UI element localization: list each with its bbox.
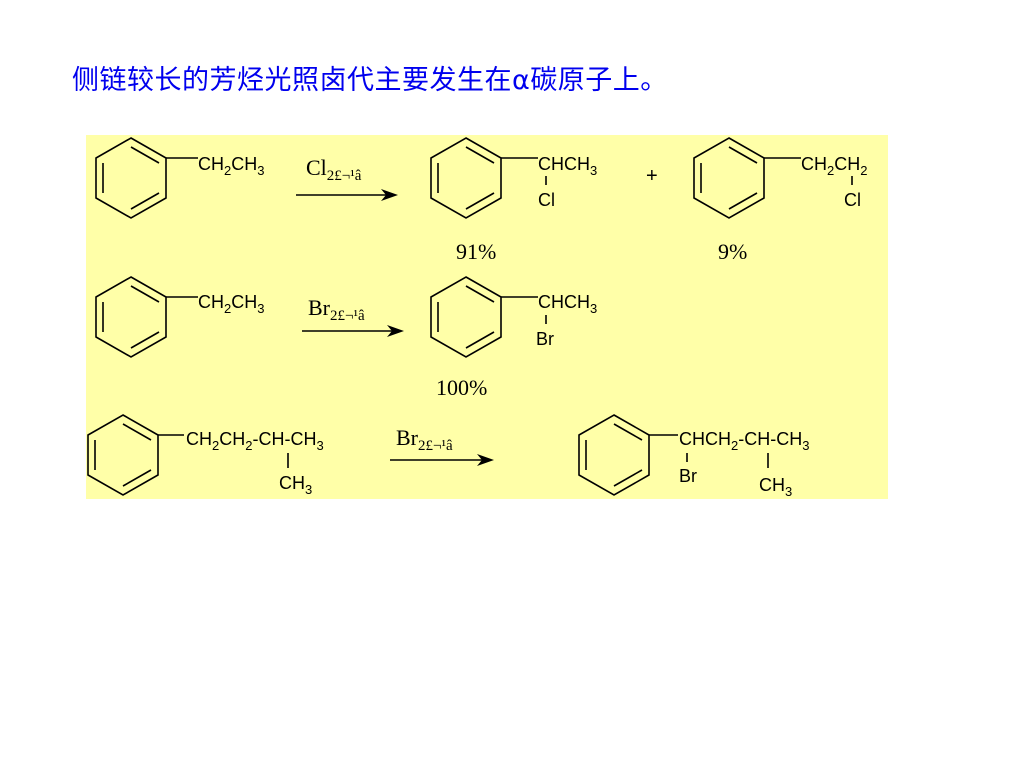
- benzene-ring-icon: [430, 137, 547, 219]
- benzene-ring-icon: [95, 137, 198, 219]
- product-yield: 9%: [718, 239, 747, 264]
- benzene-ring-icon: [693, 137, 853, 219]
- product-substituent: Cl: [538, 190, 555, 210]
- benzene-ring-icon: [87, 414, 289, 496]
- reaction-1: CH2CH3 Cl2£¬¹â CHCH3 Cl 91% +: [95, 137, 867, 264]
- reagent-label: Br2£¬¹â: [308, 295, 365, 324]
- reaction-2: CH2CH3 Br2£¬¹â CHCH3 Br 100%: [95, 276, 597, 400]
- benzene-ring-icon: [95, 276, 198, 358]
- product-substituent: Cl: [844, 190, 861, 210]
- product-main-label: CHCH2-CH-CH3: [679, 429, 809, 453]
- reagent-label: Cl2£¬¹â: [306, 155, 362, 184]
- product-main-label: CHCH3: [538, 292, 597, 316]
- product-yield: 100%: [436, 375, 487, 400]
- reactant-label: CH2CH3: [198, 292, 264, 316]
- benzene-ring-icon: [430, 276, 547, 358]
- product-main-label: CHCH3: [538, 154, 597, 178]
- reactant-branch: CH3: [279, 473, 312, 497]
- benzene-ring-icon: [578, 414, 769, 496]
- product-substituent: Br: [536, 329, 554, 349]
- reaction-arrow-icon: [296, 189, 398, 201]
- product-branch: CH3: [759, 475, 792, 499]
- reagent-label: Br2£¬¹â: [396, 425, 453, 454]
- plus-sign: +: [646, 165, 658, 187]
- reaction-arrow-icon: [390, 454, 494, 466]
- reaction-arrow-icon: [302, 325, 404, 337]
- reactant-label: CH2CH2-CH-CH3: [186, 429, 324, 453]
- product-substituent: Br: [679, 466, 697, 486]
- reactant-label: CH2CH3: [198, 154, 264, 178]
- slide-title: 侧链较长的芳烃光照卤代主要发生在α碳原子上。: [72, 65, 668, 96]
- reaction-3: CH2CH2-CH-CH3 CH3 Br2£¬¹â CHCH2-CH-CH3 B…: [87, 414, 809, 499]
- product-yield: 91%: [456, 239, 496, 264]
- reaction-panel: CH2CH3 Cl2£¬¹â CHCH3 Cl 91% +: [86, 135, 888, 499]
- product-main-label: CH2CH2: [801, 154, 867, 178]
- reaction-scheme: CH2CH3 Cl2£¬¹â CHCH3 Cl 91% +: [87, 137, 867, 499]
